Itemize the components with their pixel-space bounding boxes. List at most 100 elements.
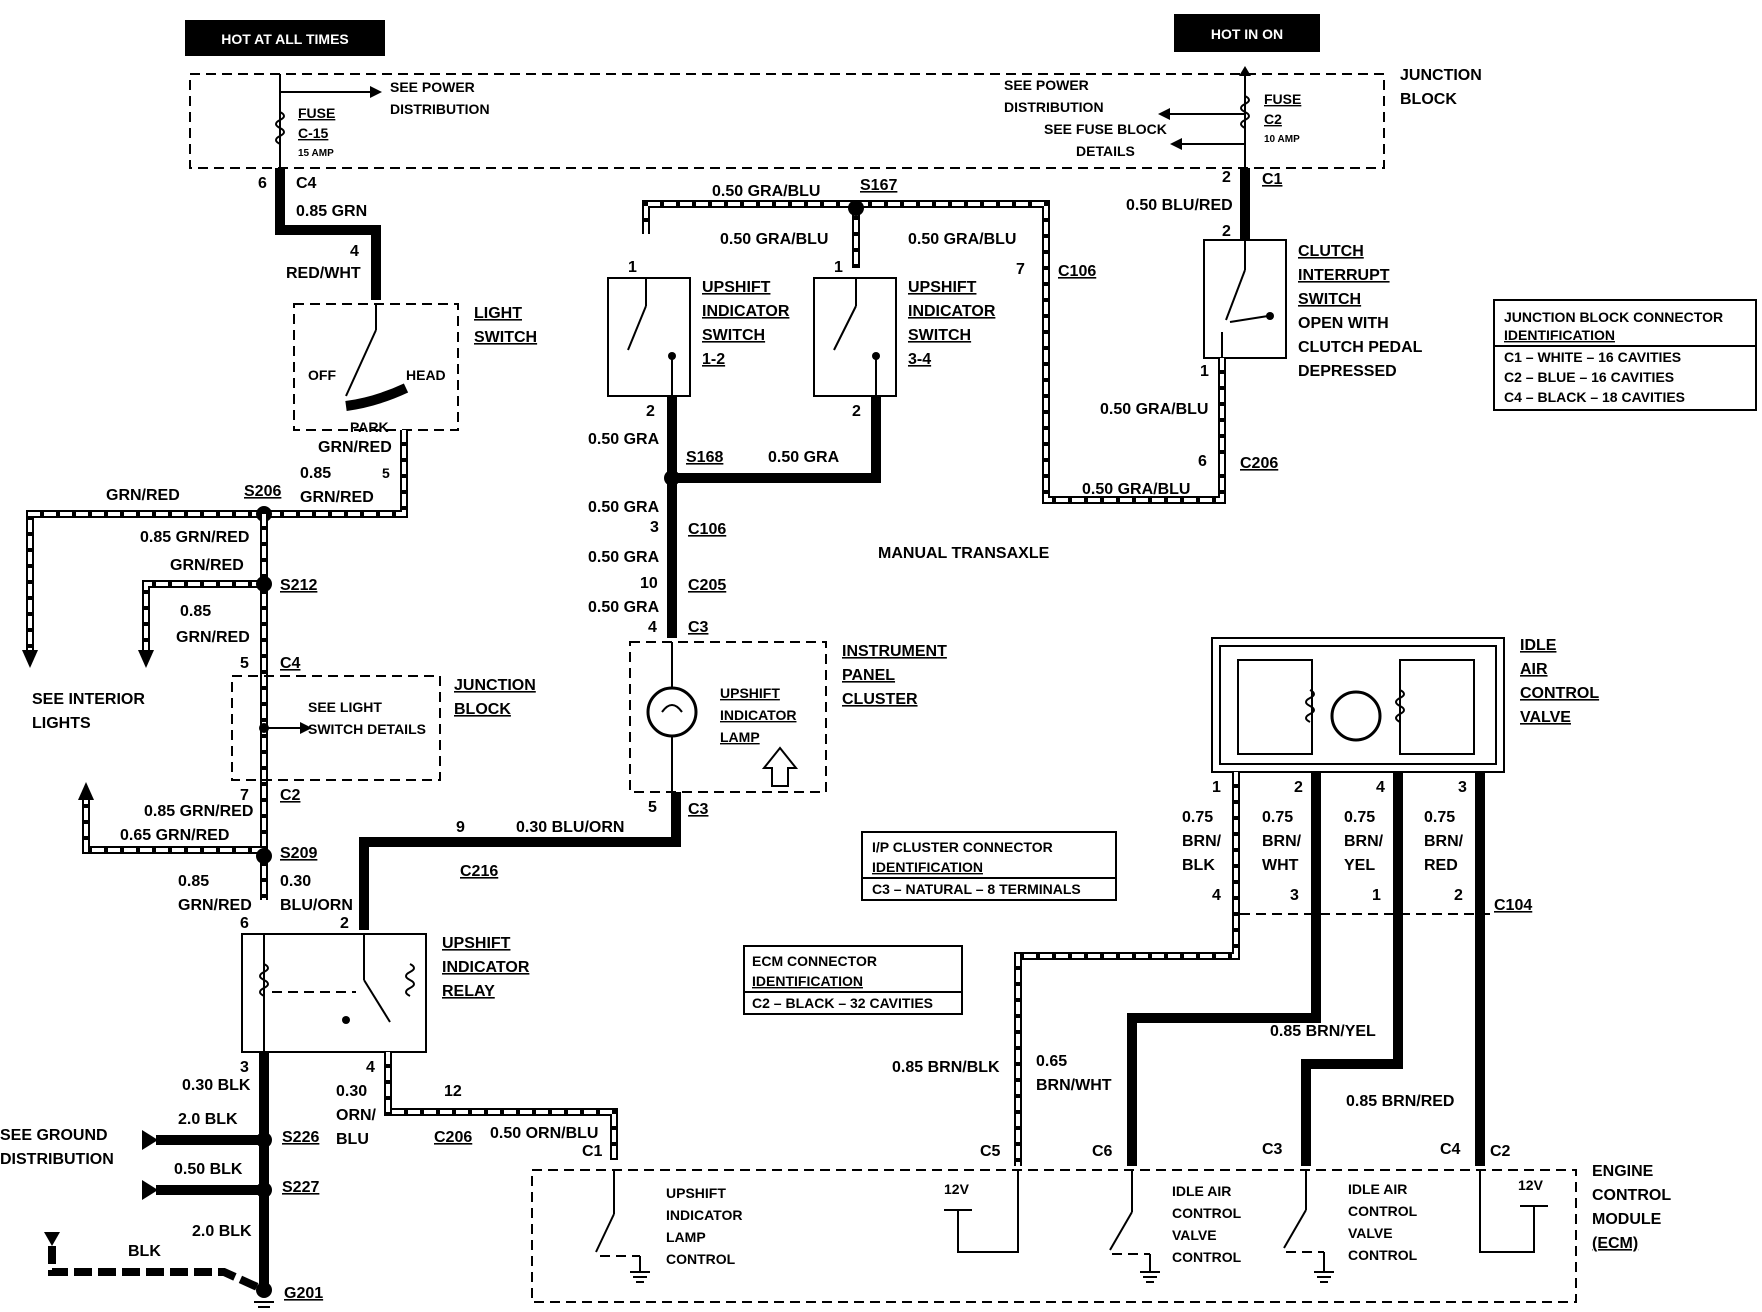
w050gra-label-2: 0.50 GRA [768, 449, 840, 466]
splice-s227 [256, 1182, 272, 1198]
junction-block-top [189, 73, 1385, 169]
w065-label: 0.65 [1036, 1053, 1067, 1070]
w085brnblk-label: 0.85 BRN/BLK [892, 1059, 1000, 1076]
c4-mid: C4 [280, 655, 301, 672]
arrow-left-icon [1170, 138, 1182, 150]
iac-label-2: AIR [1520, 661, 1548, 678]
light-switch-park: PARK [350, 419, 389, 435]
c104-pin2: 2 [1454, 887, 1463, 904]
brn-b: BRN/ [1262, 833, 1302, 850]
brn-a: BRN/ [1182, 833, 1222, 850]
c1-top: C1 [1262, 171, 1283, 188]
s227-label: S227 [282, 1179, 319, 1196]
lamp-icon [646, 686, 698, 738]
light-switch-in-pin: 4 [350, 243, 359, 260]
light-switch-contact [345, 383, 409, 411]
ipc-label-1: INSTRUMENT [842, 643, 947, 660]
w050ornblu-label: 0.50 ORN/BLU [490, 1125, 598, 1142]
jb-mid-label-2: BLOCK [454, 701, 511, 718]
c3-lower-pin: 5 [648, 799, 657, 816]
relay-contact-icon [363, 979, 391, 1023]
jb-id-3: C1 – WHITE – 16 CAVITIES [1504, 349, 1681, 365]
arrow-right-icon [370, 86, 382, 98]
w085grnred-label-1: 0.85 GRN/RED [140, 529, 249, 546]
ecm-lamp-2: INDICATOR [666, 1207, 742, 1223]
iac-label-1: IDLE [1520, 637, 1557, 654]
jb-mid-label-1: JUNCTION [454, 677, 536, 694]
w050blk-label: 0.50 BLK [174, 1161, 243, 1178]
w085grnred-label-2: 0.85 GRN/RED [144, 803, 253, 820]
g201-label: G201 [284, 1285, 323, 1302]
c4-mid-pin: 5 [240, 655, 249, 672]
red-d: RED [1424, 857, 1458, 874]
iac-ctrl-b2: CONTROL [1348, 1203, 1418, 1219]
w050gra-label-3: 0.50 GRA [588, 499, 660, 516]
iac-ctrl-a4: CONTROL [1172, 1249, 1242, 1265]
c104-pin3: 3 [1290, 887, 1299, 904]
splice-s168 [664, 470, 680, 486]
blk-label: BLK [128, 1243, 161, 1260]
wire-030-blu-orn [359, 806, 681, 930]
lamp-label-2: INDICATOR [720, 707, 796, 723]
c3-upper: C3 [688, 619, 709, 636]
fuse-c15-label-2: C-15 [298, 125, 329, 141]
w050grablu-top-label: 0.50 GRA/BLU [712, 183, 820, 200]
s168-label: S168 [686, 449, 723, 466]
w085-label-1: 0.85 [300, 465, 331, 482]
c106-lower-pin: 3 [650, 519, 659, 536]
switch-blade-icon [833, 305, 857, 351]
splice-s167 [848, 200, 864, 216]
junction-block-top-label-2: BLOCK [1400, 91, 1457, 108]
arrow-up-icon [78, 782, 94, 800]
w20blk-label-1: 2.0 BLK [178, 1111, 238, 1128]
clutch-label-5: CLUTCH PEDAL [1298, 339, 1423, 356]
arrow-right-icon [142, 1180, 158, 1200]
clutch-label-6: DEPRESSED [1298, 363, 1397, 380]
jb-id-1: JUNCTION BLOCK CONNECTOR [1504, 309, 1723, 325]
instrument-panel-cluster [629, 641, 827, 793]
brnwht-label: BRN/WHT [1036, 1077, 1112, 1094]
wire-085-grn-label: 0.85 GRN [296, 203, 367, 220]
hot-at-all-times-label: HOT AT ALL TIMES [221, 31, 349, 47]
transistor-switch-icon [1109, 1211, 1133, 1251]
see-power-right-1: SEE POWER [1004, 77, 1089, 93]
relay-coil-icon [259, 963, 269, 997]
clutch-label-3: SWITCH [1298, 291, 1361, 308]
c106-upper: C106 [1058, 263, 1096, 280]
s167-label: S167 [860, 177, 897, 194]
arrow-down-icon [22, 650, 38, 668]
c205-pin: 10 [640, 575, 658, 592]
iac-ctrl-b1: IDLE AIR [1348, 1181, 1407, 1197]
w030-label: 0.30 [280, 873, 311, 890]
iac-pin1: 1 [1212, 779, 1221, 796]
ecm-lamp-1: UPSHIFT [666, 1185, 726, 1201]
transistor-switch-icon [595, 1213, 615, 1253]
ecm-label-1: ENGINE [1592, 1163, 1654, 1180]
ground-arrow-icon [44, 1232, 60, 1246]
switch-blade-icon [1225, 269, 1246, 321]
wire-050-gra-blu [642, 200, 1226, 504]
ecm-c2: C2 [1490, 1143, 1511, 1160]
upshift-switch-12 [607, 277, 691, 397]
w030-2-label: 0.30 [336, 1083, 367, 1100]
up34-label-2: INDICATOR [908, 303, 996, 320]
wire-085-grn [275, 168, 381, 300]
blk-a: BLK [1182, 857, 1215, 874]
c216: C216 [460, 863, 498, 880]
ecm-connector-id-box [743, 945, 963, 1015]
c106-upper-pin: 7 [1016, 261, 1025, 278]
light-switch-label-2: SWITCH [474, 329, 537, 346]
relay-pin2: 2 [340, 915, 349, 932]
w050grablu-d-label: 0.50 GRA/BLU [1082, 481, 1190, 498]
w20blk-label-2: 2.0 BLK [192, 1223, 252, 1240]
c4-top: C4 [296, 175, 317, 192]
s212-label: S212 [280, 577, 317, 594]
relay-pin3: 3 [240, 1059, 249, 1076]
jb-id-5: C4 – BLACK – 18 CAVITIES [1504, 389, 1685, 405]
grn-red-label-5: GRN/RED [178, 897, 252, 914]
up34-pin-in: 1 [834, 259, 843, 276]
c104: C104 [1494, 897, 1532, 914]
iac-ctrl-a1: IDLE AIR [1172, 1183, 1231, 1199]
up34-label-1: UPSHIFT [908, 279, 977, 296]
ecm-c4: C4 [1440, 1141, 1461, 1158]
